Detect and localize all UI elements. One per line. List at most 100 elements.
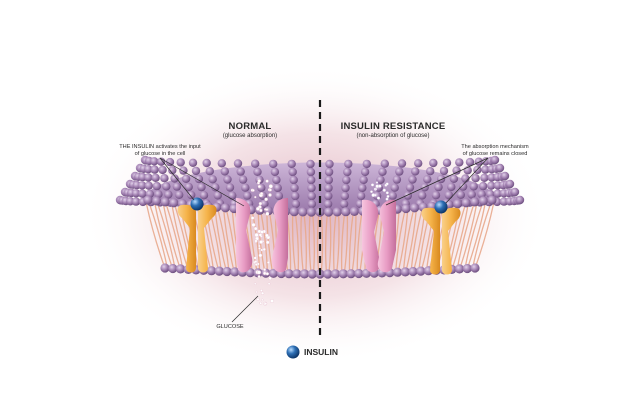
lipid-head [152,196,162,206]
lipid-head [233,159,243,168]
lipid-tail [157,204,175,265]
glucose-particle [370,183,375,187]
lipid-head [143,195,153,205]
lipid-head [175,264,186,274]
lipid-head [160,197,170,207]
resistance-note-line-2: of glucose remains closed [462,151,528,157]
glucose-particle [251,222,256,227]
lipid-tail [468,204,486,265]
glucose-particle [370,190,373,194]
lipid-head [199,191,209,200]
lipid-head [395,167,404,176]
lipid-head [160,174,169,183]
glucose-particle [258,247,261,250]
lipid-tail [295,215,300,270]
glucose-particle [268,193,272,197]
lipid-head [165,157,175,167]
lipid-head [362,159,371,169]
lipid-head [454,264,465,274]
glucose-particle [258,201,263,206]
lipid-head [325,159,334,169]
lipid-head [162,182,171,191]
lipid-head [208,175,217,184]
lipid-tail [260,214,268,270]
lipid-head [470,263,480,273]
lipid-head [401,203,411,214]
lipid-head [429,158,438,168]
lipid-head [439,166,449,176]
lipid-head [436,174,446,184]
lipid-head [481,165,490,174]
lipid-head [408,266,418,277]
lipid-head [380,159,389,168]
glucose-particle [256,206,260,211]
lipid-head [471,174,480,183]
lipid-head [444,190,453,200]
lipid-head [378,167,387,176]
glucose-particle [263,268,266,271]
lipid-tail [308,215,312,271]
lipid-tail [449,206,466,266]
lipid-tail [145,203,165,265]
glucose-particle [258,233,263,237]
lipid-head [290,183,299,193]
lipid-tail [217,210,230,268]
lipid-head [455,158,464,167]
lipid-head [414,159,423,168]
normal-note-line-2: of glucose in the cell [134,151,186,157]
lipid-head [222,266,232,277]
lipid-head [478,181,488,191]
glucose-particles [250,179,390,306]
lipid-head [480,173,489,182]
resistance-note-leader [445,157,489,204]
glucose-particle [373,187,377,191]
lipid-head [150,157,159,166]
lipid-head [354,268,364,279]
lipid-head [170,174,179,183]
normal-title: NORMAL [228,121,272,132]
glucose-particle [257,179,261,183]
lipid-head [403,191,412,200]
lipid-head [411,167,420,176]
lipid-head [274,191,284,201]
lipid-tail [465,204,483,265]
lipid-head [168,166,177,175]
lipid-head [144,165,153,174]
lipid-tail [340,215,345,270]
glucose-particle [265,240,270,245]
lipid-head [214,266,224,276]
lipid-head [344,159,353,169]
insulin-molecule-icon [286,345,300,359]
lipid-head [131,189,141,198]
resistance-subtitle: (non-absorption of glucose) [356,133,430,139]
lipid-head [187,190,196,200]
normal-note-line-1: THE INSULIN activates the input [119,144,201,150]
glucose-particle [258,244,261,248]
resistance-title: INSULIN RESISTANCE [340,121,446,132]
lipid-head [288,167,297,177]
lipid-head [341,207,351,217]
lipid-head [449,174,459,183]
lipid-tail [163,205,180,266]
lipid-head [307,269,317,279]
lipid-head [359,175,368,185]
glucose-particle [376,196,381,200]
lipid-head [223,175,232,184]
background-glow [80,65,550,365]
lipid-head [152,181,162,191]
lipid-head [495,163,505,173]
lipid-head [172,182,182,191]
lipid-head [205,167,214,176]
lipid-head [158,165,167,175]
lipid-tail [166,205,183,266]
lipid-tail [300,215,304,270]
lipid-head [493,189,502,198]
glucose-particle [260,230,264,234]
lipid-head [306,167,316,177]
resistance-insulin-receptor [421,207,461,275]
lipid-head [284,269,294,279]
lipid-head [505,179,515,189]
lipid-head [376,175,385,184]
lipid-head [349,206,359,216]
